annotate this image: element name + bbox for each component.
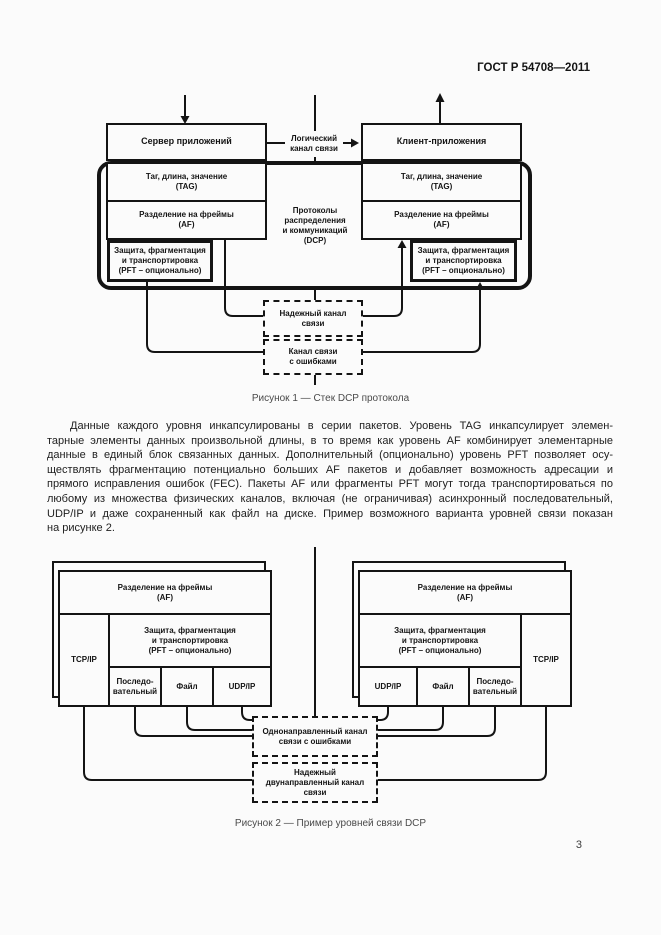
figure1-right-tag-box: Таг, длина, значение (TAG) — [361, 162, 522, 202]
figure1-logical-channel-label: Логический канал связи — [285, 131, 343, 157]
paragraph-line: данные в единый блок связанных данных. Д… — [47, 449, 613, 462]
paragraph-line: ществлять фрагментацию потенциально боль… — [47, 463, 613, 476]
figure1-server-box: Сервер приложений — [106, 123, 267, 161]
figure2-right-file-box: Файл — [416, 666, 470, 707]
figure2-right-serial-box: Последо- вательный — [468, 666, 522, 707]
figure1-client-box: Клиент-приложения — [361, 123, 522, 161]
arrow-up-into-af — [397, 240, 407, 248]
figure2-caption: Рисунок 2 — Пример уровней связи DCP — [234, 818, 427, 829]
figure1-right-af-box: Разделение на фреймы (AF) — [361, 200, 522, 240]
arrow-right-logical-channel — [351, 138, 359, 148]
arrow-up-from-client — [435, 93, 445, 102]
figure1-right-pft-box: Защита, фрагментация и транспортировка (… — [410, 240, 517, 282]
paragraph-line: UDP/IP и даже сохраненный как файл на ди… — [47, 507, 613, 520]
figure1-left-pft-box: Защита, фрагментация и транспортировка (… — [107, 240, 213, 282]
paragraph-line: тарные элементы данных произвольной длин… — [47, 434, 613, 447]
figure2-left-pft-box: Защита, фрагментация и транспортировка (… — [108, 613, 272, 668]
figure2-left-file-box: Файл — [160, 666, 214, 707]
body-paragraph: Данные каждого уровня инкапсулированы в … — [47, 419, 613, 536]
figure2-right-af-box: Разделение на фреймы (AF) — [358, 570, 572, 615]
figure1-dcp-label: Протоколы распределения и коммуникаций (… — [282, 206, 348, 245]
figure1-reliable-channel-box: Надежный канал связи — [263, 300, 363, 337]
figure2-left-af-box: Разделение на фреймы (AF) — [58, 570, 272, 615]
figure2-reliable-bidirectional-channel-box: Надежный двунаправленный канал связи — [252, 762, 378, 803]
figure2-right-tcpip-box: TCP/IP — [520, 613, 572, 707]
figure2-unidirectional-channel-box: Однонаправленный канал связи с ошибками — [252, 716, 378, 757]
arrow-down-into-server — [180, 116, 190, 124]
paragraph-line: прямого исправления ошибок (FEC). Пакеты… — [47, 478, 613, 491]
paragraph-line: Данные каждого уровня инкапсулированы в … — [70, 420, 613, 432]
figure1-left-tag-box: Таг, длина, значение (TAG) — [106, 162, 267, 202]
figure1-dcp-protocol-frame — [97, 161, 532, 290]
document-header: ГОСТ Р 54708—2011 — [477, 62, 590, 74]
figure2-left-serial-box: Последо- вательный — [108, 666, 162, 707]
figure1-error-channel-box: Канал связи с ошибками — [263, 339, 363, 375]
figure1-caption: Рисунок 1 — Стек DCP протокола — [251, 393, 410, 404]
figure2-left-udpip-box: UDP/IP — [212, 666, 272, 707]
figure2-right-pft-box: Защита, фрагментация и транспортировка (… — [358, 613, 522, 668]
page-number: 3 — [575, 839, 582, 851]
figure2-left-tcpip-box: TCP/IP — [58, 613, 110, 707]
figure2-right-udpip-box: UDP/IP — [358, 666, 418, 707]
paragraph-line: любому из множества физических каналов, … — [47, 492, 613, 505]
paragraph-line: на рисунке 2. — [47, 522, 115, 535]
figure1-left-af-box: Разделение на фреймы (AF) — [106, 200, 267, 240]
